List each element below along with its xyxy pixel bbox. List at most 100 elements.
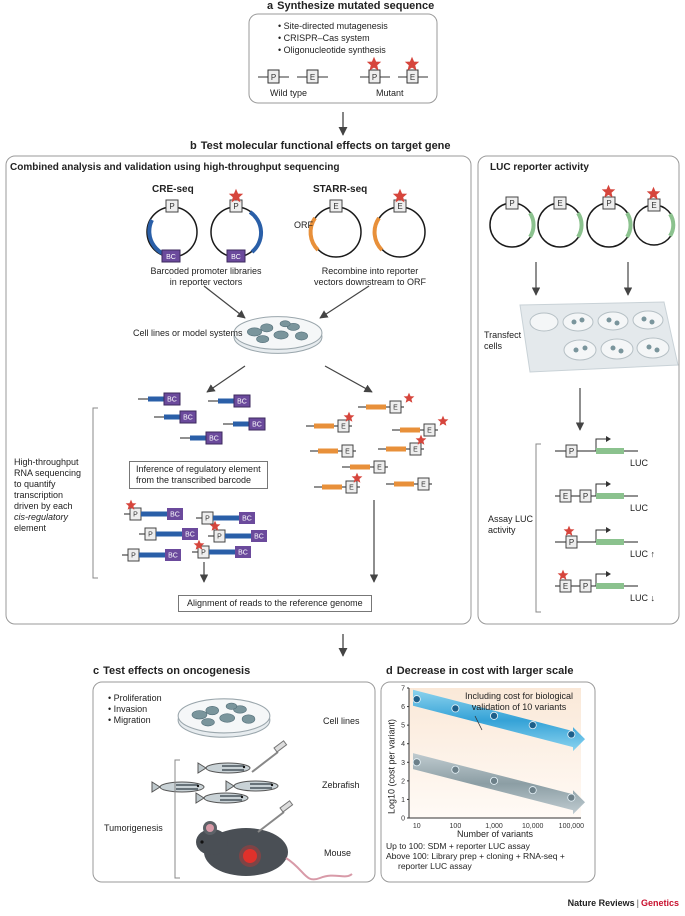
data-point xyxy=(490,776,499,785)
starrseq-label: STARR-seq xyxy=(313,184,368,195)
svg-text:E: E xyxy=(345,449,350,456)
data-point xyxy=(528,786,537,795)
well-plate xyxy=(519,301,679,373)
x-axis-label: Number of variants xyxy=(456,829,534,839)
svg-text:E: E xyxy=(377,465,382,472)
data-point xyxy=(528,721,537,730)
journal-footer: Nature Reviews|Genetics xyxy=(567,898,679,908)
wild-type-label: Wild type xyxy=(270,88,308,98)
zebrafish-illustration xyxy=(151,740,288,804)
tumorigenesis-label: Tumorigenesis xyxy=(104,823,163,833)
y-tick-label: 4 xyxy=(401,741,405,748)
svg-text:E: E xyxy=(563,492,568,501)
luc-flow-arrows xyxy=(531,262,633,431)
svg-text:BC: BC xyxy=(209,436,219,443)
mutant-label: Mutant xyxy=(376,88,404,98)
data-point xyxy=(490,711,499,720)
cell-lines-label: Cell lines xyxy=(323,716,360,726)
luc-plasmids: P E P E xyxy=(489,196,676,248)
tumorigenesis-bracket xyxy=(174,759,180,879)
svg-text:P: P xyxy=(569,538,574,547)
luc-label: LUC xyxy=(630,503,649,513)
cell-dish-icon xyxy=(233,316,323,354)
mutation-star-icon xyxy=(646,186,661,200)
svg-text:E: E xyxy=(421,482,426,489)
svg-text:E: E xyxy=(413,447,418,454)
creseq-plasmids xyxy=(146,199,264,263)
y-tick-label: 2 xyxy=(401,778,405,785)
svg-text:P: P xyxy=(205,516,210,523)
promoter-glyph: P xyxy=(233,202,238,211)
svg-text:BC: BC xyxy=(252,422,262,429)
svg-text:BC: BC xyxy=(238,550,248,557)
svg-text:P: P xyxy=(569,447,574,456)
assay-bracket xyxy=(535,443,541,613)
data-point xyxy=(412,695,421,704)
svg-text:P: P xyxy=(133,512,138,519)
mutation-star-icon xyxy=(403,392,415,403)
svg-text:P: P xyxy=(583,492,588,501)
x-tick-label: 1,000 xyxy=(485,823,503,830)
panel-b-right-frame xyxy=(477,155,680,625)
y-axis-label: Log10 (cost per variant) xyxy=(386,718,397,815)
y-tick-label: 5 xyxy=(401,723,405,730)
mutation-star-icon xyxy=(366,56,382,71)
panel-a-bullets: • Site-directed mutagenesis • CRISPR–Cas… xyxy=(278,21,388,55)
y-tick-label: 7 xyxy=(401,686,405,693)
svg-text:E: E xyxy=(341,424,346,431)
svg-text:P: P xyxy=(509,199,514,208)
promoter-glyph: P xyxy=(271,73,276,82)
y-tick-label: 1 xyxy=(401,797,405,804)
panel-d-frame xyxy=(380,681,596,883)
svg-text:E: E xyxy=(557,199,562,208)
panel-c-frame xyxy=(92,681,376,883)
mutation-star-icon xyxy=(563,525,575,536)
svg-text:BC: BC xyxy=(168,553,178,560)
orf-enhancer-transcripts: E E E E E E E E xyxy=(306,400,438,494)
svg-text:E: E xyxy=(393,405,398,412)
x-tick-label: 10,000 xyxy=(522,823,544,830)
promoter-glyph: P xyxy=(169,202,174,211)
svg-text:BC: BC xyxy=(237,399,247,406)
luc-down-label: LUC ↓ xyxy=(630,593,656,603)
luc-up-label: LUC ↑ xyxy=(630,549,656,559)
data-point xyxy=(451,704,460,713)
panel-b-left-title: Combined analysis and validation using h… xyxy=(10,162,340,173)
data-point xyxy=(567,793,576,802)
divergence-arrows xyxy=(199,365,379,583)
cell-lines-caption: Cell lines or model systems xyxy=(133,328,243,338)
svg-text:BC: BC xyxy=(242,516,252,523)
svg-text:P: P xyxy=(606,199,611,208)
x-tick-label: 100 xyxy=(450,823,462,830)
svg-text:E: E xyxy=(563,582,568,591)
svg-text:BC: BC xyxy=(183,415,193,422)
data-point xyxy=(451,765,460,774)
panel-a-frame xyxy=(248,13,438,104)
side-bracket xyxy=(92,407,98,579)
cell-dish-icon xyxy=(177,698,271,738)
panel-c-bullets: • Proliferation • Invasion • Migration xyxy=(108,693,162,725)
y-tick-label: 6 xyxy=(401,704,405,711)
panel-b-left-frame xyxy=(5,155,472,625)
mutation-star-icon xyxy=(437,415,449,426)
svg-text:BC: BC xyxy=(167,397,177,404)
enhancer-glyph: E xyxy=(310,73,315,82)
svg-text:E: E xyxy=(651,201,656,210)
x-tick-label: 10 xyxy=(413,823,421,830)
svg-text:P: P xyxy=(583,582,588,591)
barcode-glyph: BC xyxy=(166,254,176,261)
svg-text:BC: BC xyxy=(170,512,180,519)
svg-text:BC: BC xyxy=(185,532,195,539)
enhancer-glyph: E xyxy=(333,202,338,211)
mutation-star-icon xyxy=(557,569,569,580)
zebrafish-label: Zebrafish xyxy=(322,780,360,790)
barcode-transcripts: BC BC BC BC BC xyxy=(138,392,266,445)
mouse-illustration xyxy=(196,800,353,881)
